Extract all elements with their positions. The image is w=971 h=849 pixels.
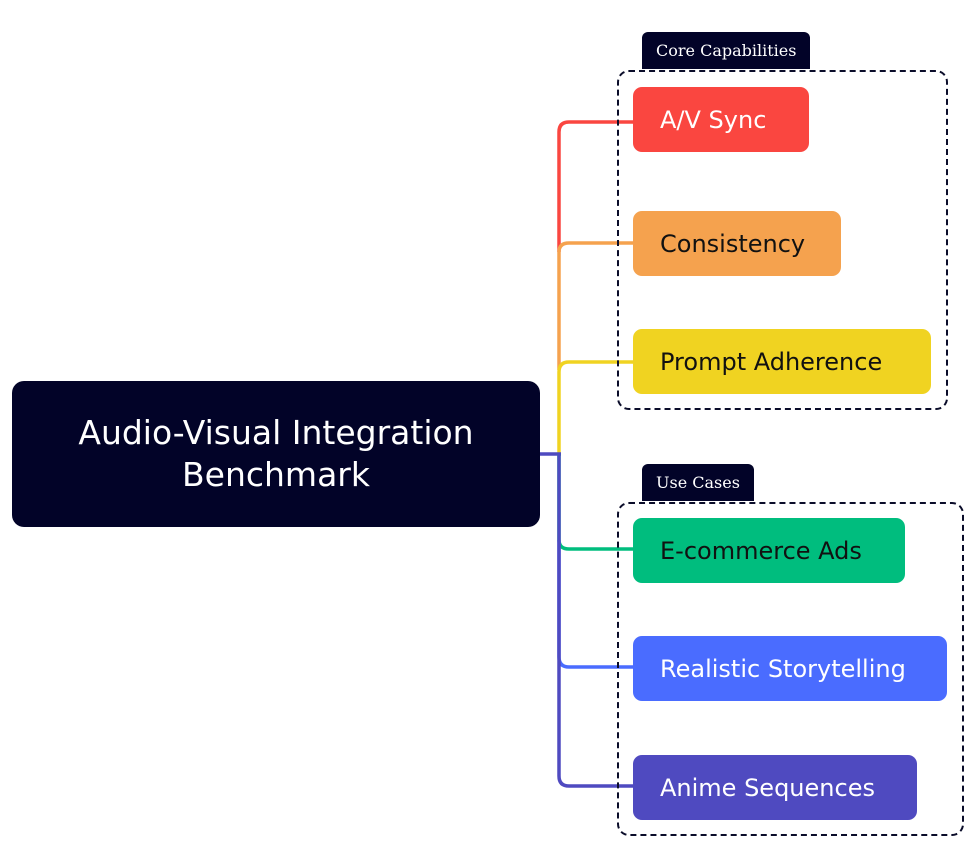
node-label: E-commerce Ads <box>660 536 862 565</box>
group-tag-use-cases: Use Cases <box>642 464 754 501</box>
node-ecommerce-ads[interactable]: E-commerce Ads <box>633 518 905 583</box>
connector-consistency <box>557 241 634 370</box>
connector-prompt-adherence <box>557 360 634 454</box>
node-label: Realistic Storytelling <box>660 654 906 683</box>
node-label: Prompt Adherence <box>660 347 883 376</box>
group-box-core-capabilities <box>617 70 948 410</box>
node-prompt-adherence[interactable]: Prompt Adherence <box>633 329 931 394</box>
node-realistic-storytelling[interactable]: Realistic Storytelling <box>633 636 947 701</box>
node-label: Consistency <box>660 229 806 258</box>
connector-anime-sequences <box>557 454 634 788</box>
node-consistency[interactable]: Consistency <box>633 211 841 276</box>
group-tag-core-capabilities: Core Capabilities <box>642 32 811 69</box>
node-anime-sequences[interactable]: Anime Sequences <box>633 755 917 820</box>
connector-av-sync <box>557 120 634 252</box>
node-label: Anime Sequences <box>660 773 875 802</box>
node-label: A/V Sync <box>660 105 767 134</box>
group-box-use-cases <box>617 502 964 836</box>
root-title: Audio-Visual Integration Benchmark <box>78 413 474 494</box>
node-av-sync[interactable]: A/V Sync <box>633 87 809 152</box>
root-node[interactable]: Audio-Visual Integration Benchmark <box>12 381 540 527</box>
